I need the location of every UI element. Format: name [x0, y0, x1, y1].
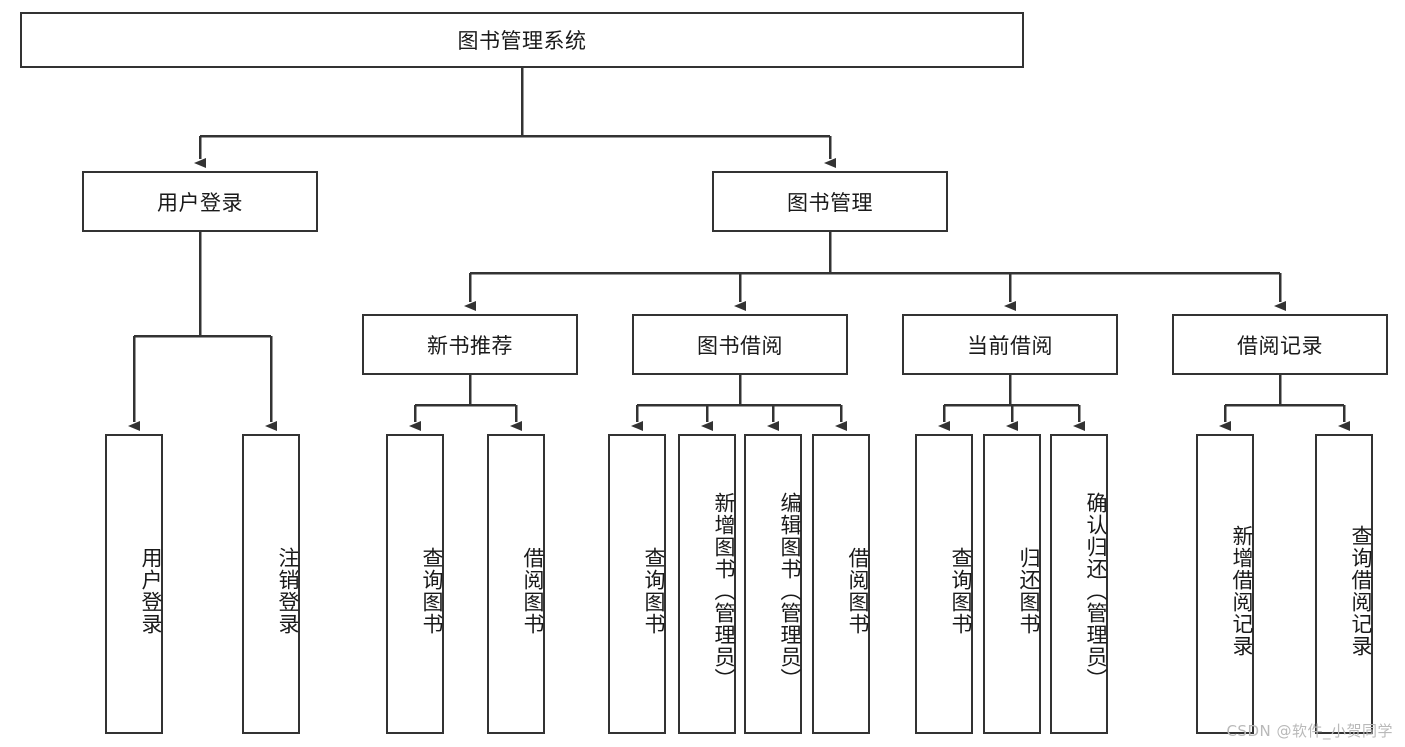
- node-root-label: 图书管理系统: [457, 29, 587, 53]
- node-leaf-query-record-label: 查询借阅记录: [1349, 525, 1373, 657]
- node-leaf-user-logout[interactable]: 注销登录: [242, 434, 300, 734]
- node-borrow-record[interactable]: 借阅记录: [1172, 314, 1388, 375]
- watermark: CSDN @软件_小贺同学: [1226, 722, 1393, 740]
- node-leaf-borrow-book-1[interactable]: 借阅图书: [487, 434, 545, 734]
- node-leaf-query-book-1[interactable]: 查询图书: [386, 434, 444, 734]
- node-leaf-confirm-return[interactable]: 确认归还（管理员）: [1050, 434, 1108, 734]
- node-leaf-return-book[interactable]: 归还图书: [983, 434, 1041, 734]
- node-book-manage-label: 图书管理: [787, 190, 873, 215]
- node-book-manage[interactable]: 图书管理: [712, 171, 948, 232]
- node-leaf-borrow-book-2[interactable]: 借阅图书: [812, 434, 870, 734]
- node-new-book-recommend[interactable]: 新书推荐: [362, 314, 578, 375]
- node-leaf-user-login-label: 用户登录: [139, 547, 163, 635]
- node-leaf-query-book-3[interactable]: 查询图书: [915, 434, 973, 734]
- node-leaf-add-record[interactable]: 新增借阅记录: [1196, 434, 1254, 734]
- node-new-book-recommend-label: 新书推荐: [427, 333, 513, 358]
- node-book-borrow[interactable]: 图书借阅: [632, 314, 848, 375]
- node-leaf-query-book-2[interactable]: 查询图书: [608, 434, 666, 734]
- node-user-login[interactable]: 用户登录: [82, 171, 318, 232]
- node-current-borrow[interactable]: 当前借阅: [902, 314, 1118, 375]
- node-leaf-user-login[interactable]: 用户登录: [105, 434, 163, 734]
- node-leaf-borrow-book-1-label: 借阅图书: [521, 547, 545, 635]
- node-leaf-edit-book[interactable]: 编辑图书（管理员）: [744, 434, 802, 734]
- node-leaf-confirm-return-label: 确认归还（管理员）: [1084, 492, 1108, 690]
- node-leaf-query-record[interactable]: 查询借阅记录: [1315, 434, 1373, 734]
- node-leaf-user-logout-label: 注销登录: [276, 547, 300, 635]
- node-borrow-record-label: 借阅记录: [1237, 333, 1323, 358]
- node-leaf-edit-book-label: 编辑图书（管理员）: [778, 492, 802, 690]
- node-book-borrow-label: 图书借阅: [697, 333, 783, 358]
- node-root[interactable]: 图书管理系统: [20, 12, 1024, 68]
- node-leaf-add-book[interactable]: 新增图书（管理员）: [678, 434, 736, 734]
- node-leaf-add-record-label: 新增借阅记录: [1230, 525, 1254, 657]
- node-user-login-label: 用户登录: [157, 190, 243, 215]
- node-leaf-query-book-3-label: 查询图书: [949, 547, 973, 635]
- node-current-borrow-label: 当前借阅: [967, 333, 1053, 358]
- node-leaf-query-book-2-label: 查询图书: [642, 547, 666, 635]
- node-leaf-add-book-label: 新增图书（管理员）: [712, 492, 736, 690]
- node-leaf-borrow-book-2-label: 借阅图书: [846, 547, 870, 635]
- node-leaf-return-book-label: 归还图书: [1017, 547, 1041, 635]
- node-leaf-query-book-1-label: 查询图书: [420, 547, 444, 635]
